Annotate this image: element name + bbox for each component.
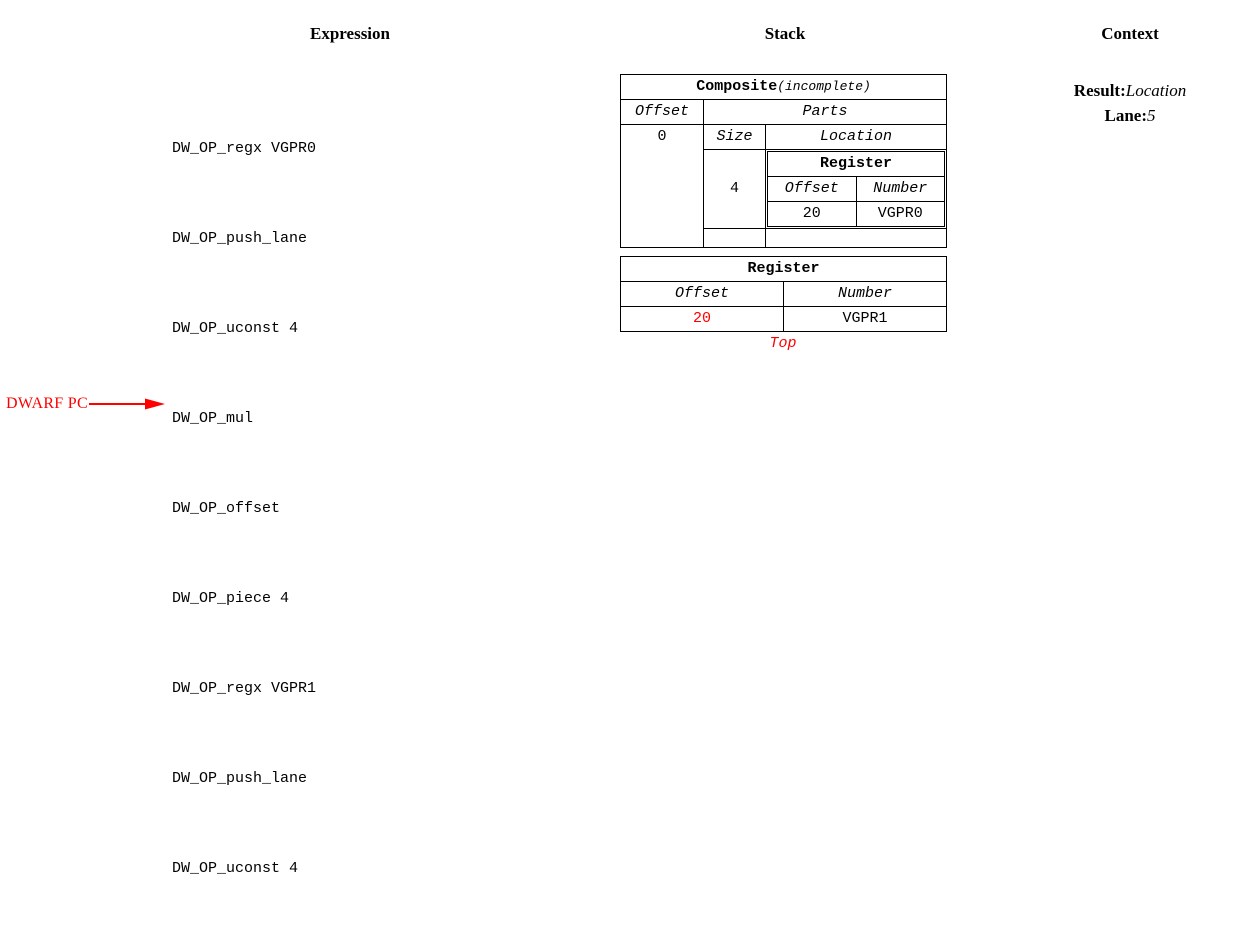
nested-register-table: Register Offset Number 20 VGPR0 [766, 151, 946, 227]
table-row: Offset Number [767, 176, 946, 202]
composite-filler-size-cell [703, 228, 766, 248]
stack-top-label: Top [769, 335, 797, 352]
composite-location-value-cell: Register Offset Number 20 VGPR0 [764, 149, 948, 229]
expression-line: DW_OP_offset [172, 500, 281, 517]
register-number-header: Number [782, 281, 948, 307]
composite-title-suffix: (incomplete) [777, 79, 871, 94]
nested-register-number-value: VGPR0 [855, 201, 946, 227]
stack-entry-composite: Composite(incomplete) Offset Parts 0 Siz… [619, 74, 948, 248]
arrow-right-icon [88, 398, 165, 410]
context-lane-row: Lane:5 [1040, 103, 1220, 128]
table-row [621, 228, 948, 248]
table-row: 0 Size Location [620, 124, 948, 248]
table-row: 20 VGPR1 [620, 306, 948, 332]
composite-filler-location-cell [764, 228, 948, 248]
expression-line: DW_OP_piece 4 [172, 590, 290, 607]
expression-line: DW_OP_push_lane [172, 770, 308, 787]
composite-offset-header: Offset [620, 99, 704, 125]
expression-line: DW_OP_mul [172, 410, 254, 427]
composite-parts-header: Parts [702, 99, 948, 125]
table-row: Offset Parts [620, 99, 948, 125]
context-result-key: Result: [1073, 81, 1126, 100]
composite-size-value: 4 [729, 180, 739, 197]
table-row: Register [766, 151, 946, 177]
composite-title: Composite [696, 78, 778, 95]
table-row: 20 VGPR0 [767, 201, 946, 227]
expression-line: DW_OP_uconst 4 [172, 320, 299, 337]
register-offset-value: 20 [620, 306, 784, 332]
column-header-context: Context [1101, 24, 1159, 43]
register-title: Register [619, 256, 948, 282]
nested-register-offset-header: Offset [767, 176, 857, 202]
table-row: 4 Register Offset Number [621, 149, 948, 229]
register-number-value: VGPR1 [782, 306, 948, 332]
composite-title-cell: Composite(incomplete) [619, 74, 948, 100]
composite-size-value-cell: 4 [703, 149, 766, 229]
dwarf-pc-label: DWARF PC [6, 395, 88, 412]
composite-size-header: Size [703, 124, 766, 150]
nested-register-number-header: Number [855, 176, 946, 202]
expression-line: DW_OP_regx VGPR0 [172, 140, 317, 157]
context-lane-value: 5 [1147, 106, 1156, 125]
column-header-stack: Stack [764, 24, 806, 43]
column-header-expression: Expression [310, 24, 390, 43]
context-block: Result:Location Lane:5 [1040, 78, 1220, 128]
stack-entry-register: Register Offset Number 20 VGPR1 [619, 256, 948, 332]
dwarf-pc-marker: DWARF PC [6, 395, 167, 413]
expression-line: DW_OP_push_lane [172, 230, 308, 247]
context-lane-key: Lane: [1104, 106, 1148, 125]
expression-list: DW_OP_regx VGPR0 DW_OP_push_lane DW_OP_u… [172, 74, 316, 936]
stack-entry-gap [620, 248, 946, 256]
nested-register-title: Register [766, 151, 946, 177]
composite-offset-value: 0 [657, 128, 667, 145]
expression-line: DW_OP_regx VGPR1 [172, 680, 317, 697]
composite-location-header: Location [764, 124, 948, 150]
stack-area: Composite(incomplete) Offset Parts 0 Siz… [619, 74, 948, 354]
table-row: Composite(incomplete) [619, 74, 948, 100]
context-result-value: Location [1125, 81, 1187, 100]
table-row: Register [619, 256, 948, 282]
expression-line: DW_OP_uconst 4 [172, 860, 299, 877]
register-offset-header: Offset [620, 281, 784, 307]
context-result-row: Result:Location [1040, 78, 1220, 103]
nested-register-offset-value: 20 [767, 201, 857, 227]
composite-offset-value-cell: 0 [620, 124, 704, 248]
table-row: Offset Number [620, 281, 948, 307]
